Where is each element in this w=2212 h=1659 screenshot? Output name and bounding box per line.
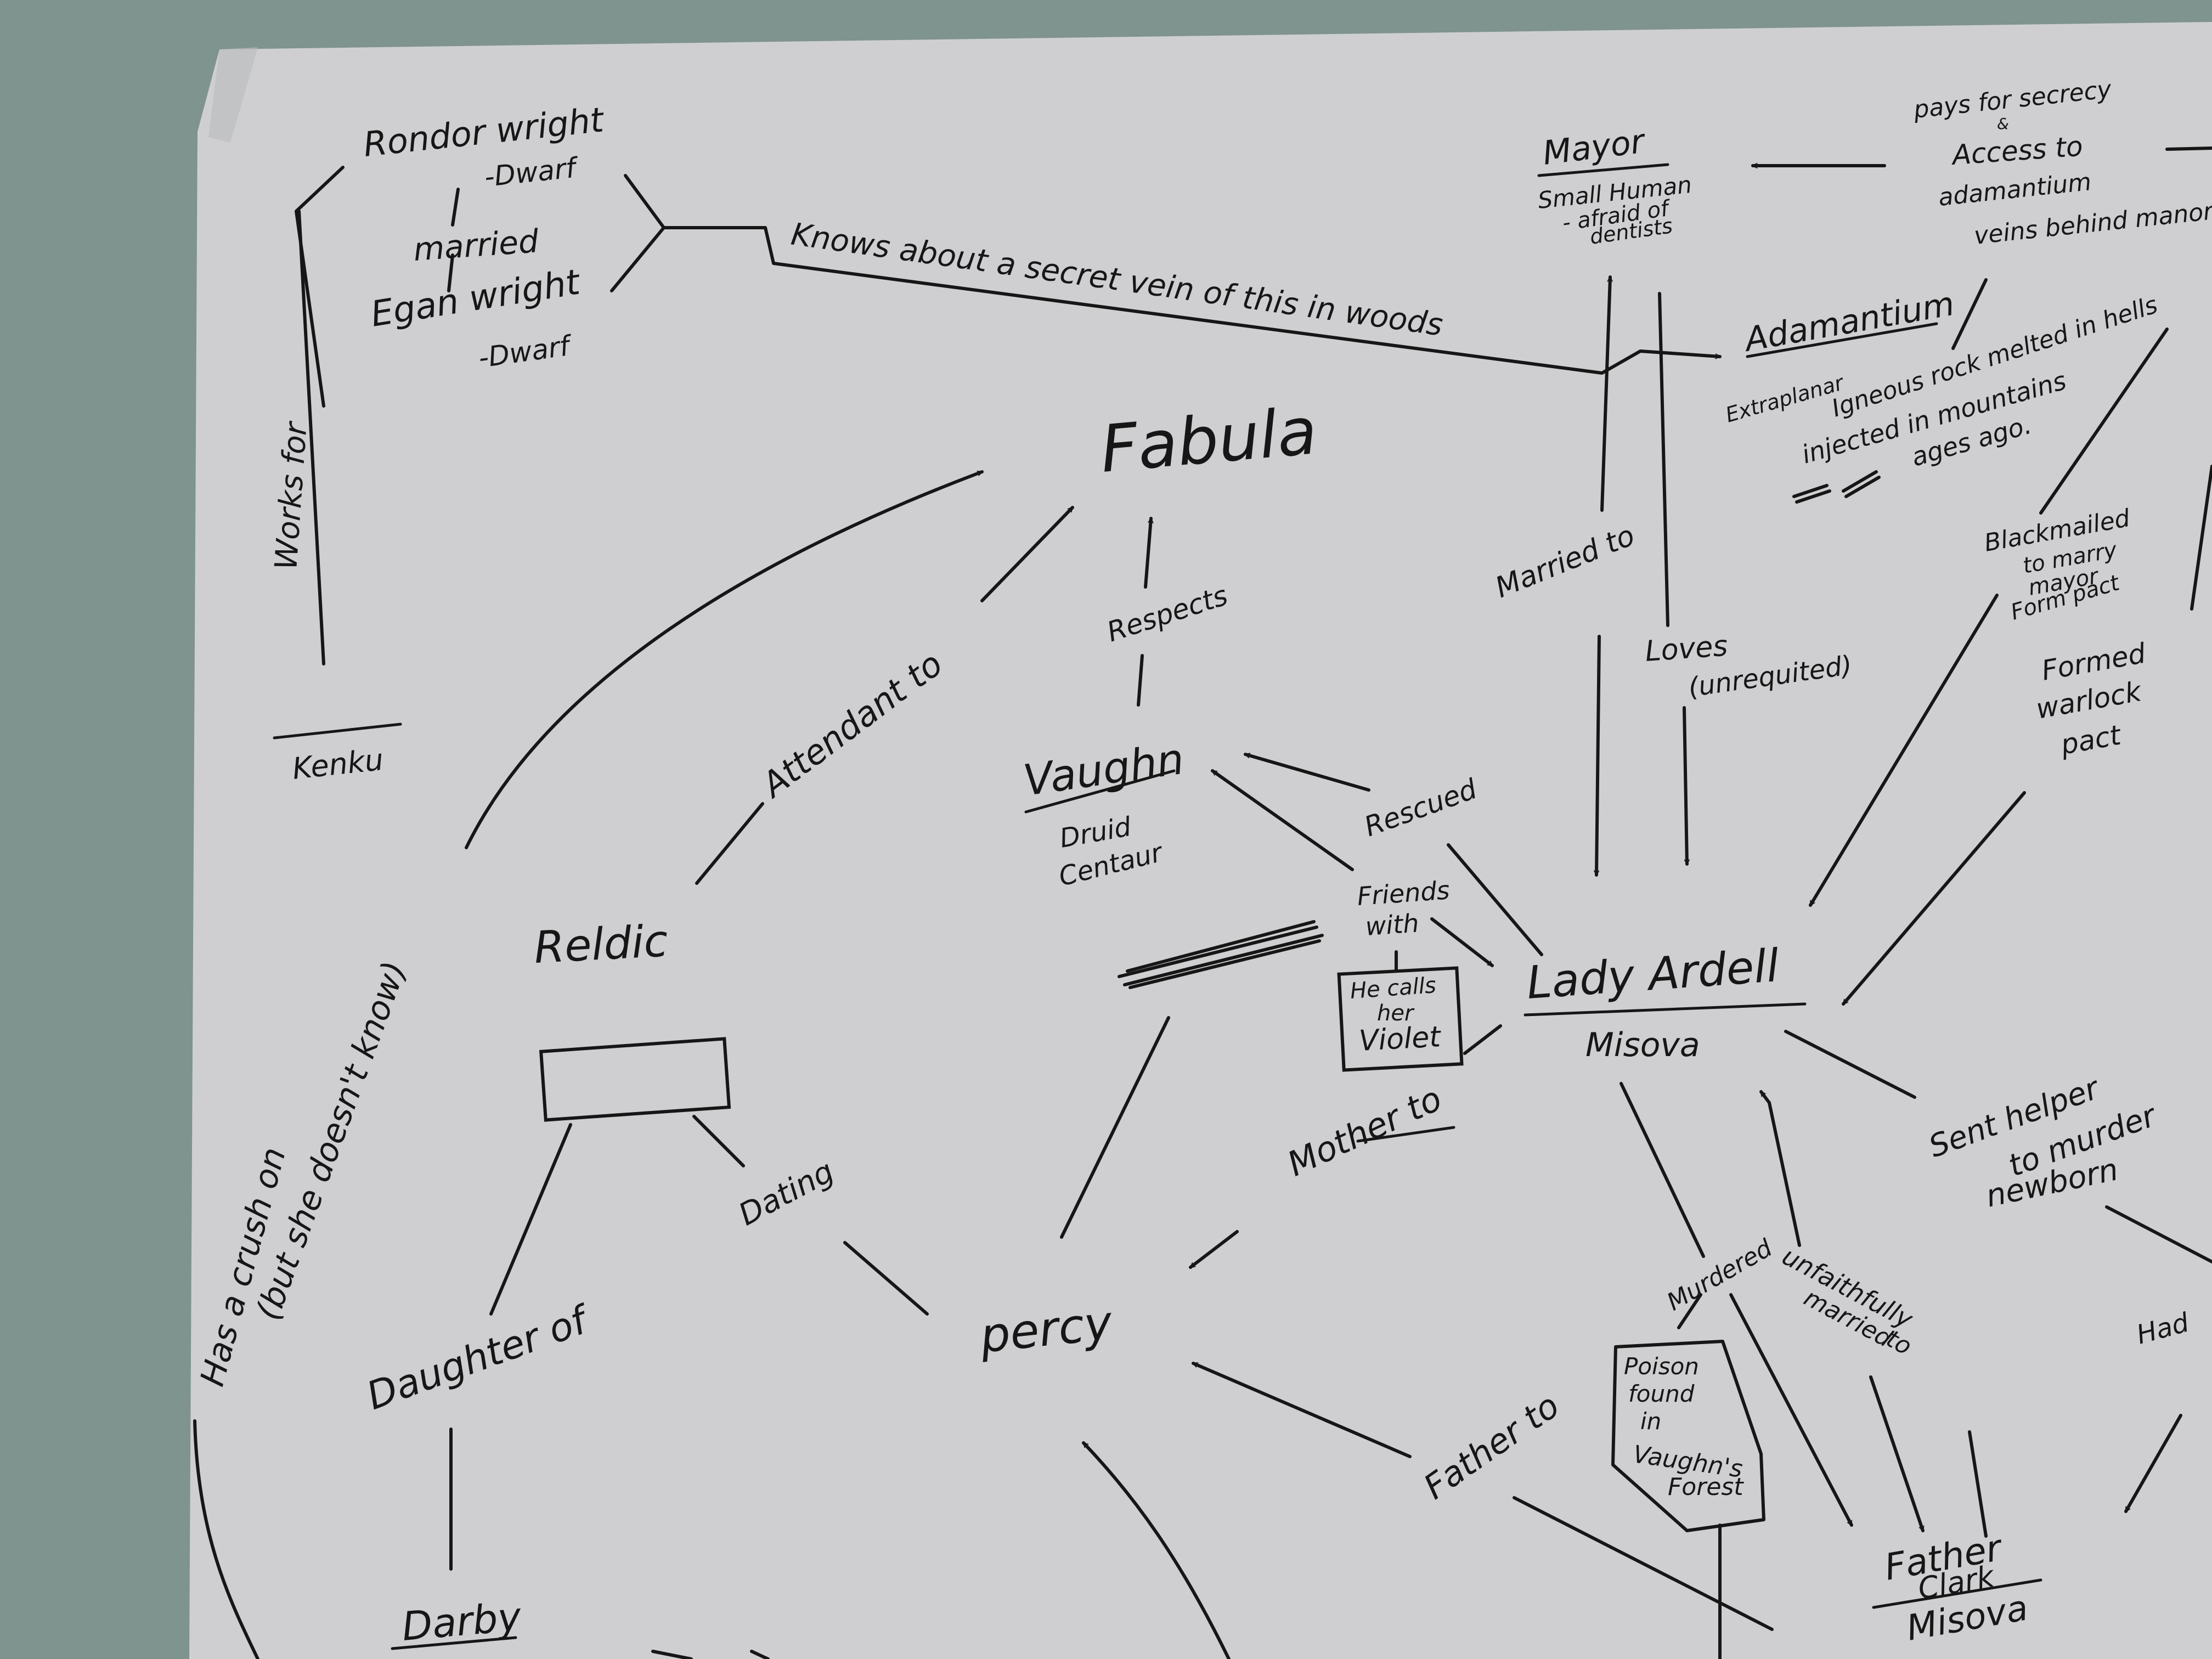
unfaithfully-line: [1768, 1101, 1801, 1247]
blackmailed-line: [2039, 328, 2169, 515]
redacted-name-box: [539, 1037, 731, 1122]
label-friends-1: Friends: [1356, 875, 1451, 911]
married-label: married: [412, 222, 540, 268]
married-to-line: [1600, 275, 1610, 512]
poison-line5: Forest: [1668, 1473, 1744, 1501]
reldic-name: Reldic: [533, 915, 669, 973]
violet-line2: her: [1377, 1001, 1415, 1026]
friends-line: [1430, 917, 1494, 967]
label-friends-2: with: [1364, 908, 1420, 941]
poison-line3: in: [1640, 1408, 1661, 1435]
crush-line: [465, 470, 984, 849]
lady-ardell-surname: Misova: [1585, 1026, 1700, 1064]
pact-line: [1842, 791, 2026, 1006]
poison-line1: Poison: [1624, 1353, 1699, 1380]
node-mayor: Mayor Small Human - afraid of dentists: [1537, 122, 1693, 249]
father-to-line: [1192, 1362, 1412, 1458]
daughter-of-line: [489, 1123, 572, 1316]
label-pays-2: &: [1997, 115, 2009, 133]
paper-board: [189, 22, 2212, 1659]
secret-vein-line: [662, 226, 1722, 375]
paper-edge-shadow: [208, 47, 258, 143]
darby-name: Darby: [400, 1593, 523, 1650]
loves-line: [1658, 292, 1669, 627]
violet-line1: He calls: [1349, 973, 1437, 1004]
dating-line: [692, 1115, 745, 1167]
mother-to-line: [1189, 1230, 1239, 1269]
violet-line3: Violet: [1358, 1020, 1442, 1058]
adamantium-scribble: [1792, 470, 1881, 504]
murdered-line: [1620, 1082, 1705, 1258]
rescued-line: [1211, 769, 1354, 871]
label-loves-1: Loves: [1644, 630, 1729, 668]
fabula-name: Fabula: [1097, 393, 1319, 487]
node-darby: Darby: [391, 1593, 524, 1650]
respects-line: [1137, 654, 1144, 707]
violet-note-box: He calls her Violet: [1337, 966, 1464, 1072]
scribble-out: [1118, 920, 1324, 989]
had-line: [2124, 1414, 2182, 1513]
works-for-line: [297, 210, 325, 665]
connector-lines: [193, 146, 2212, 1659]
sent-helper-line: [1784, 1030, 1916, 1099]
poison-line2: found: [1628, 1380, 1695, 1407]
attendant-line: [695, 802, 764, 885]
bracket-left: [295, 166, 345, 408]
